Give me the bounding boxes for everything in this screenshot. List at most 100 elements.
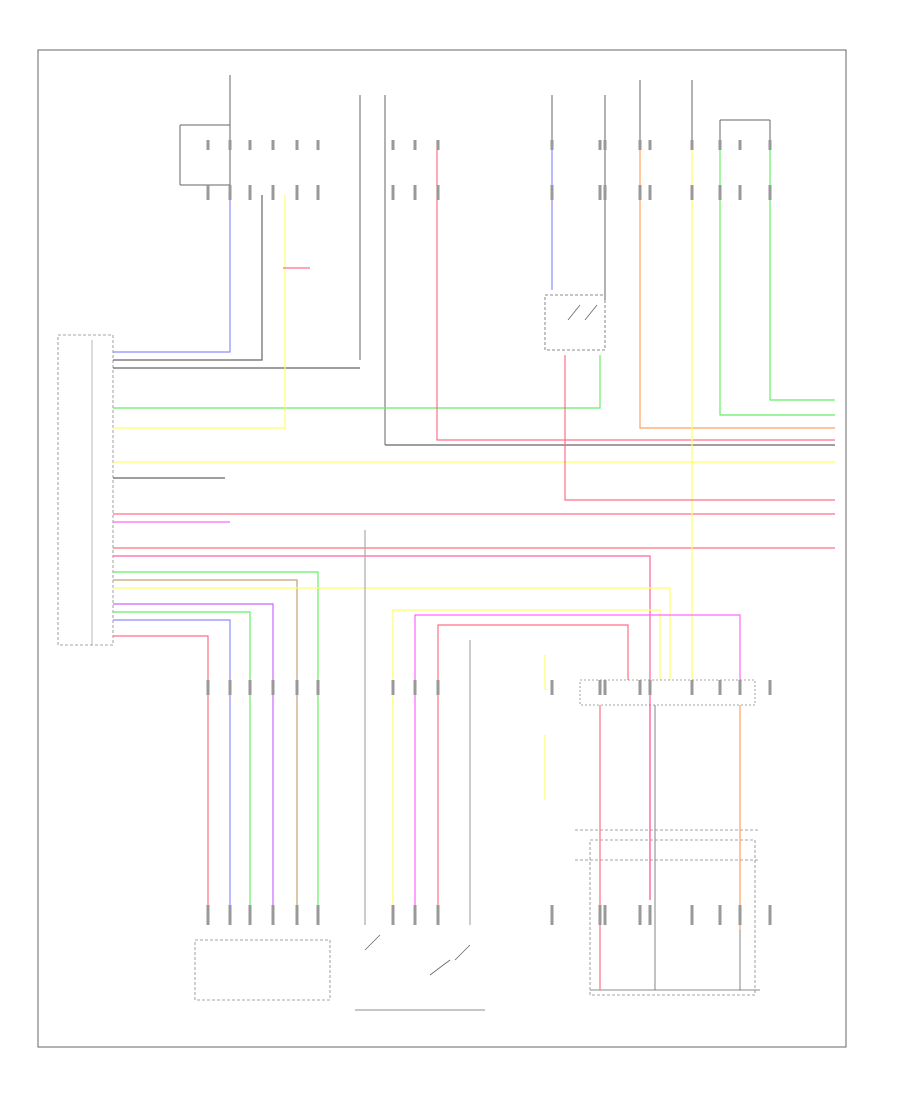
connector-stub bbox=[603, 140, 607, 150]
tcs-wires bbox=[364, 530, 741, 925]
connector-stub bbox=[271, 905, 275, 925]
connector-stub bbox=[413, 680, 417, 695]
connector-stub bbox=[598, 905, 602, 925]
connector-stub bbox=[206, 905, 210, 925]
wire-violet-sensor bbox=[113, 603, 274, 905]
wire-red-relay bbox=[564, 355, 835, 501]
relay-switch bbox=[544, 294, 606, 351]
connector-stub bbox=[228, 680, 232, 695]
connector-stub bbox=[738, 680, 742, 695]
connector-stub bbox=[206, 185, 210, 200]
connector-stub bbox=[768, 905, 772, 925]
sensor-connector-box bbox=[194, 939, 331, 1001]
connector-stub bbox=[271, 680, 275, 695]
supply-wires bbox=[283, 140, 835, 680]
connector-stub bbox=[648, 905, 652, 925]
connector-stub bbox=[206, 680, 210, 695]
connector-stub bbox=[718, 680, 722, 695]
tcs-switch-symbols bbox=[355, 934, 485, 1011]
wire-green-supply-2 bbox=[769, 145, 835, 401]
connector-stub bbox=[738, 140, 742, 150]
connector-stub bbox=[316, 905, 320, 925]
connector-stub bbox=[738, 185, 742, 200]
connector-stub bbox=[690, 905, 694, 925]
wire-orange-supply bbox=[639, 140, 835, 429]
connector-stub bbox=[550, 680, 554, 695]
connector-stub bbox=[436, 140, 440, 150]
connector-stub bbox=[436, 680, 440, 695]
connector-stub bbox=[690, 140, 694, 150]
connector-stub bbox=[648, 140, 652, 150]
wire-magenta-tcs bbox=[414, 614, 741, 925]
connector-stub bbox=[436, 185, 440, 200]
connector-stub bbox=[248, 140, 252, 150]
wire-yellow-tcs bbox=[392, 609, 661, 925]
connector-stub bbox=[391, 680, 395, 695]
connector-stub bbox=[690, 680, 694, 695]
connector-stub bbox=[413, 140, 417, 150]
connector-stub bbox=[638, 905, 642, 925]
wire-yellow-ecm bbox=[113, 195, 286, 429]
connector-stub bbox=[248, 680, 252, 695]
connector-stub bbox=[550, 185, 554, 200]
connector-stub bbox=[768, 680, 772, 695]
connector-stub bbox=[768, 140, 772, 150]
ecm-module-box bbox=[57, 334, 114, 646]
connector-stub bbox=[603, 680, 607, 695]
wire-green-supply bbox=[719, 145, 835, 416]
connector-stub bbox=[206, 140, 210, 150]
connector-stub bbox=[228, 140, 232, 150]
connector-stub bbox=[550, 140, 554, 150]
connector-stub bbox=[718, 185, 722, 200]
connector-stub bbox=[550, 905, 554, 925]
connector-stub bbox=[413, 905, 417, 925]
connector-stub bbox=[648, 185, 652, 200]
connector-stub bbox=[603, 905, 607, 925]
connector-stub bbox=[690, 185, 694, 200]
wire-green-ecm bbox=[113, 355, 601, 409]
connector-stub bbox=[271, 185, 275, 200]
connector-stub bbox=[228, 185, 232, 200]
connector-stub bbox=[648, 680, 652, 695]
connector-stub bbox=[638, 185, 642, 200]
top-fuse-feeds bbox=[179, 75, 771, 445]
wire-blue-2 bbox=[113, 619, 231, 905]
connector-stub bbox=[295, 140, 299, 150]
connector-stub bbox=[248, 185, 252, 200]
wire-black-ecm-1 bbox=[113, 195, 263, 361]
connector-stub bbox=[598, 680, 602, 695]
connector-stub bbox=[436, 905, 440, 925]
wire-green-sensor bbox=[113, 571, 319, 905]
wire-green-2 bbox=[113, 611, 251, 905]
connector-stub bbox=[603, 185, 607, 200]
connector-stub bbox=[295, 680, 299, 695]
connector-stub bbox=[598, 140, 602, 150]
connector-stub bbox=[738, 905, 742, 925]
connector-stub bbox=[316, 140, 320, 150]
wire-red-supply bbox=[436, 140, 835, 441]
connector-stub bbox=[295, 905, 299, 925]
wire-pink-2 bbox=[113, 635, 209, 905]
connector-stub bbox=[271, 140, 275, 150]
connector-stub bbox=[598, 185, 602, 200]
connector-stub bbox=[413, 185, 417, 200]
wire-red-tcs bbox=[437, 624, 629, 925]
connector-stub bbox=[228, 905, 232, 925]
connector-stub bbox=[391, 140, 395, 150]
connector-stub bbox=[391, 905, 395, 925]
connector-stubs bbox=[206, 140, 772, 925]
connector-stub bbox=[638, 680, 642, 695]
wire-yellow-sensor bbox=[113, 587, 671, 680]
connector-stub bbox=[638, 140, 642, 150]
connector-stub bbox=[316, 185, 320, 200]
wire-blue-ecm bbox=[113, 185, 231, 353]
wire-tan-sensor bbox=[113, 579, 298, 905]
connector-stub bbox=[768, 185, 772, 200]
wire-pink-transmission bbox=[113, 555, 651, 900]
diagram-frame bbox=[37, 49, 847, 1048]
connector-stub bbox=[295, 185, 299, 200]
connector-stub bbox=[718, 905, 722, 925]
connector-stub bbox=[248, 905, 252, 925]
